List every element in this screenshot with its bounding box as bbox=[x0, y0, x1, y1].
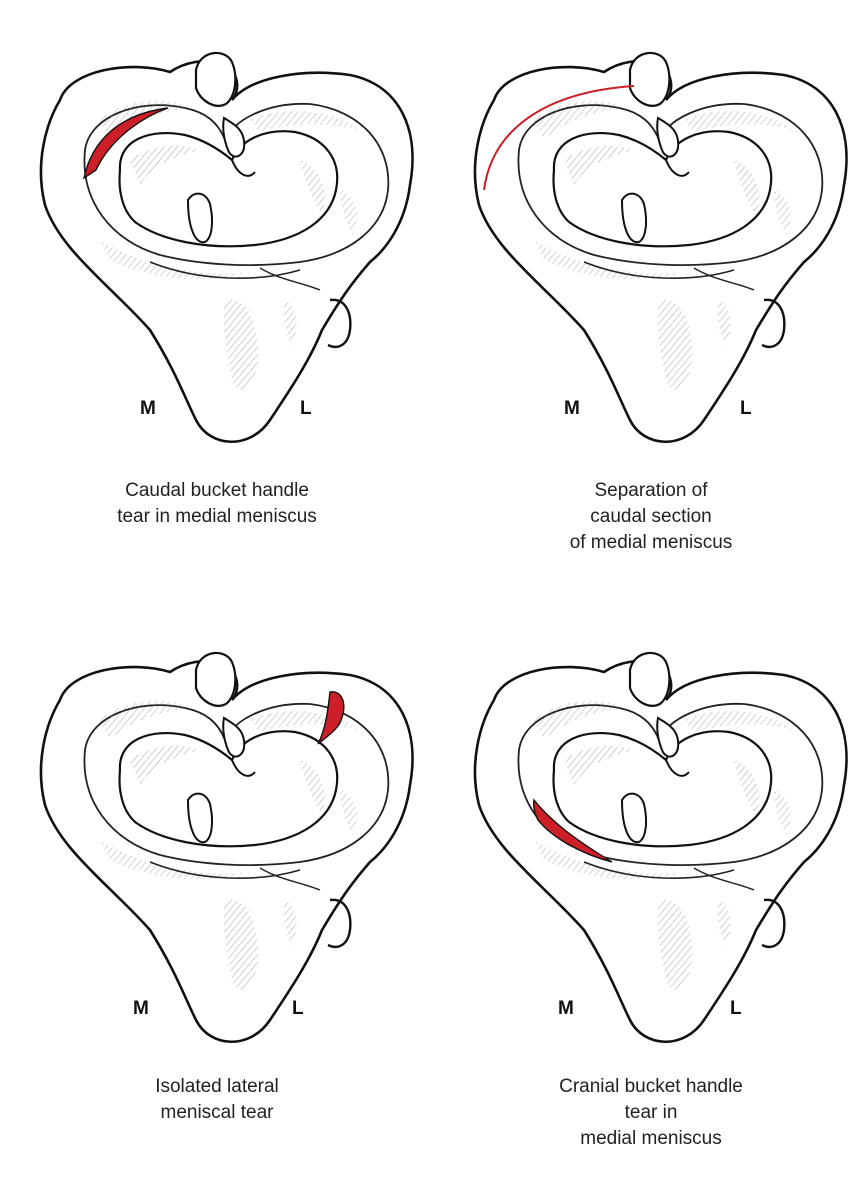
tibial-plateau-illustration bbox=[39, 651, 414, 1044]
medial-label: M bbox=[133, 998, 149, 1019]
panel-isolated-lateral: M L Isolated lateral meniscal tear bbox=[0, 600, 434, 1200]
caption: Cranial bucket handle tear in medial men… bbox=[434, 1074, 868, 1152]
caption-line: of medial meniscus bbox=[569, 532, 733, 553]
caption-line: tear in medial meniscus bbox=[117, 506, 317, 527]
lateral-label: L bbox=[740, 398, 752, 419]
lateral-label: L bbox=[292, 998, 304, 1019]
panel-caudal-bucket-handle: M L Caudal bucket handle tear in medial … bbox=[0, 0, 434, 600]
panel-cranial-bucket-handle: M L Cranial bucket handle tear in medial… bbox=[434, 600, 868, 1200]
tear-mark bbox=[317, 691, 345, 745]
caption-line: caudal section bbox=[590, 506, 712, 527]
medial-label: M bbox=[140, 398, 156, 419]
tear-mark bbox=[82, 107, 169, 180]
tibial-plateau-illustration bbox=[39, 51, 414, 444]
caption-line: tear in bbox=[624, 1102, 678, 1123]
tear-mark bbox=[483, 85, 635, 191]
caption-line: Isolated lateral bbox=[155, 1076, 279, 1097]
lateral-label: L bbox=[300, 398, 312, 419]
tibial-plateau-illustration bbox=[473, 651, 848, 1044]
panel-separation-caudal: M L Separation of caudal section of medi… bbox=[434, 0, 868, 600]
tibial-plateau-illustration bbox=[473, 51, 848, 444]
caption-line: Caudal bucket handle bbox=[125, 480, 309, 501]
medial-label: M bbox=[558, 998, 574, 1019]
medial-label: M bbox=[564, 398, 580, 419]
caption: Isolated lateral meniscal tear bbox=[0, 1074, 434, 1126]
caption-line: Cranial bucket handle bbox=[559, 1076, 743, 1097]
caption: Separation of caudal section of medial m… bbox=[434, 478, 868, 556]
tear-mark bbox=[532, 798, 613, 863]
caption-line: Separation of bbox=[594, 480, 708, 501]
caption-line: meniscal tear bbox=[160, 1102, 274, 1123]
caption-line: medial meniscus bbox=[580, 1128, 722, 1149]
caption: Caudal bucket handle tear in medial meni… bbox=[0, 478, 434, 530]
lateral-label: L bbox=[730, 998, 742, 1019]
